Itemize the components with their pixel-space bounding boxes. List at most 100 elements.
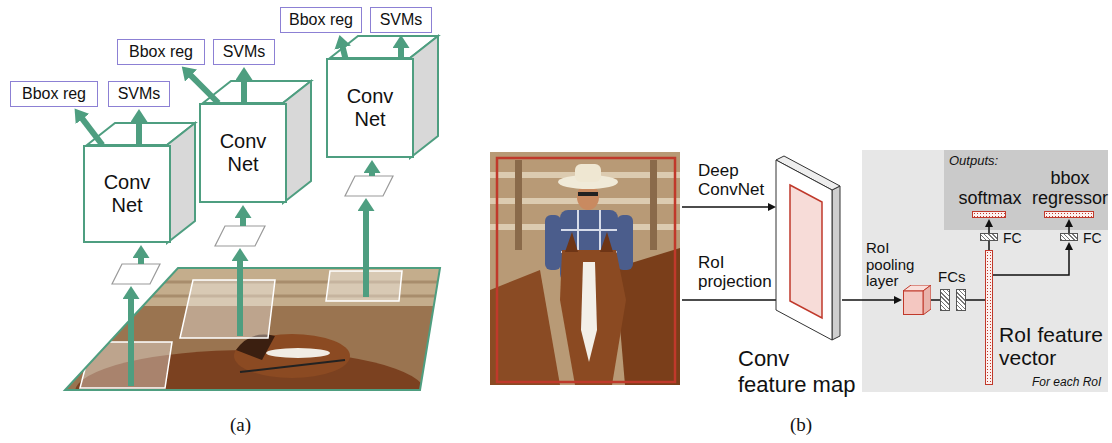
- panel-caption: (b): [790, 414, 830, 437]
- pooling-cube: [903, 285, 931, 315]
- photo-arm: [545, 215, 561, 270]
- feature-vector: RoI feature vector: [985, 250, 993, 385]
- region-proposal: [180, 280, 275, 338]
- photo-hat: [575, 164, 601, 182]
- box-label: Bbox reg: [22, 84, 86, 103]
- photo-arm: [617, 215, 633, 270]
- flow-arrow: [190, 75, 218, 103]
- output-layer: softmax: [972, 211, 1006, 218]
- photo-blaze: [581, 262, 597, 362]
- flow-arrow: [398, 47, 404, 58]
- panel-label: For each RoI: [1032, 375, 1108, 389]
- box-label: Conv Net: [91, 171, 163, 217]
- arrow-label: Deep ConvNet: [698, 162, 778, 199]
- data-connector: [993, 249, 1069, 275]
- feature-map: Conv feature map: [774, 150, 842, 342]
- data-connector: [842, 299, 895, 301]
- box-label: Bbox reg: [289, 10, 353, 29]
- slab-side: [832, 186, 840, 340]
- box-label: SVMs: [380, 10, 423, 29]
- cube-side: [167, 123, 195, 243]
- photo-glasses: [578, 192, 598, 196]
- data-connector: [966, 299, 985, 301]
- photo-horse: [490, 270, 560, 385]
- flow-arrow: [136, 121, 142, 145]
- label-holder: (a): [230, 414, 270, 437]
- region-arrow: [240, 217, 246, 226]
- image-horse: [266, 348, 330, 358]
- flow-arrow: [342, 47, 345, 58]
- roi-box: [497, 158, 675, 382]
- region-arrow: [128, 298, 134, 386]
- layer-label: FC: [1083, 230, 1107, 247]
- data-connector: [931, 299, 940, 301]
- warped-region: [345, 176, 393, 196]
- output-layer: bbox regressor: [1044, 211, 1094, 218]
- fc-layer: FC: [980, 233, 998, 241]
- cube-side: [283, 81, 311, 203]
- fc-layer: FC: [1060, 233, 1078, 241]
- flow-arrow: [241, 79, 247, 103]
- region-panel: For each RoIOutputs:softmaxbbox regresso…: [862, 150, 1108, 392]
- input-image: [60, 268, 460, 434]
- warped-region: [215, 226, 265, 246]
- box-label: SVMs: [223, 42, 266, 61]
- data-connector: [988, 241, 990, 250]
- fc-layers: FCs: [940, 289, 966, 311]
- output-box: SVMs: [370, 7, 432, 33]
- layer-label: RoI pooling layer: [866, 240, 918, 290]
- cube-side: [410, 36, 438, 158]
- photo-horse: [600, 232, 613, 252]
- image-bridle: [240, 360, 345, 372]
- fc-layer-block: [956, 289, 966, 311]
- photo-horse: [565, 232, 578, 252]
- pooling-front: [904, 291, 924, 315]
- photo-ground: [490, 152, 680, 385]
- layer-label: FCs: [938, 268, 978, 286]
- output-box: Bbox reg: [10, 81, 98, 107]
- input-photo: [490, 152, 680, 385]
- convnet-arrow: [682, 206, 769, 208]
- region-arrow: [138, 257, 144, 264]
- warped-region: [112, 264, 160, 284]
- layer-label: softmax: [955, 188, 1025, 210]
- fc-layer-block: [940, 289, 950, 311]
- roi-on-map: [790, 185, 822, 318]
- data-connector: [1068, 226, 1070, 233]
- panel-caption: (a): [230, 414, 270, 437]
- data-connector: [988, 226, 990, 233]
- box-label: Conv Net: [334, 85, 406, 131]
- vector-label: RoI feature vector: [999, 323, 1109, 369]
- label-holder: RoI projection: [698, 254, 782, 291]
- box-label: SVMs: [118, 84, 161, 103]
- convnet-box: Conv Net: [326, 58, 414, 158]
- output-box: Bbox reg: [117, 39, 205, 65]
- label-holder: (b): [790, 414, 830, 437]
- photo-horse: [560, 250, 626, 385]
- output-box: SVMs: [108, 81, 170, 107]
- convnet-box: Conv Net: [199, 103, 287, 203]
- region-proposal: [80, 342, 172, 388]
- photo-post: [515, 160, 522, 250]
- region-arrow: [363, 210, 369, 297]
- photo-shirt: [560, 229, 618, 231]
- box-label: Bbox reg: [129, 42, 193, 61]
- arrow-label: RoI projection: [698, 254, 782, 291]
- image-frame: [65, 268, 440, 390]
- pooling-side: [923, 285, 931, 315]
- panel-label: Outputs:: [949, 153, 1009, 169]
- box-label: Conv Net: [207, 130, 279, 176]
- convnet-box: Conv Net: [83, 145, 171, 243]
- label-holder: Deep ConvNet: [698, 162, 778, 199]
- image-horse: [234, 334, 350, 378]
- region-arrow: [237, 260, 243, 336]
- layer-label: bbox regressor: [1030, 169, 1110, 209]
- region-panel: Outputs:softmaxbbox regressor: [944, 150, 1108, 230]
- layer-label: FC: [1003, 230, 1027, 247]
- photo-post: [650, 160, 657, 250]
- region-arrow: [369, 172, 375, 176]
- roi-pooling-box: RoI pooling layer: [903, 285, 931, 315]
- output-box: Bbox reg: [280, 7, 362, 33]
